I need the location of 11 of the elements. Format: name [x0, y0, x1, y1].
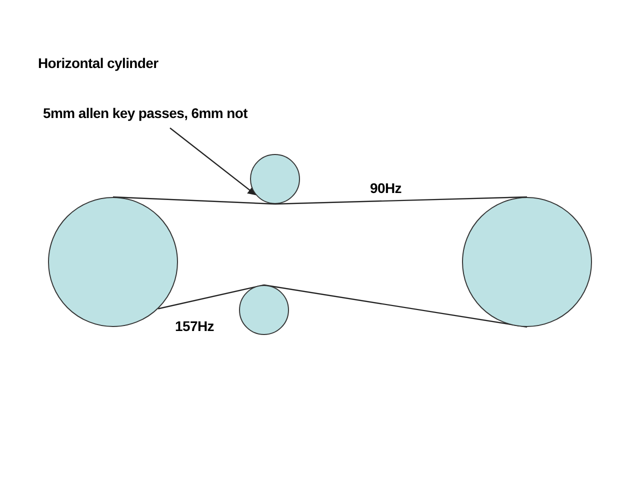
frequency-label: 157Hz — [175, 318, 214, 334]
annotation-text: 5mm allen key passes, 6mm not — [43, 105, 248, 121]
belt-line — [158, 284, 264, 310]
title: Horizontal cylinder — [38, 55, 158, 71]
belt-line — [170, 128, 256, 196]
belt-line — [274, 196, 528, 205]
belt-line — [264, 284, 528, 328]
frequency-label: 90Hz — [370, 180, 402, 196]
belt-line — [112, 196, 276, 205]
pulley-circle — [239, 285, 289, 335]
pulley-circle — [250, 154, 300, 204]
